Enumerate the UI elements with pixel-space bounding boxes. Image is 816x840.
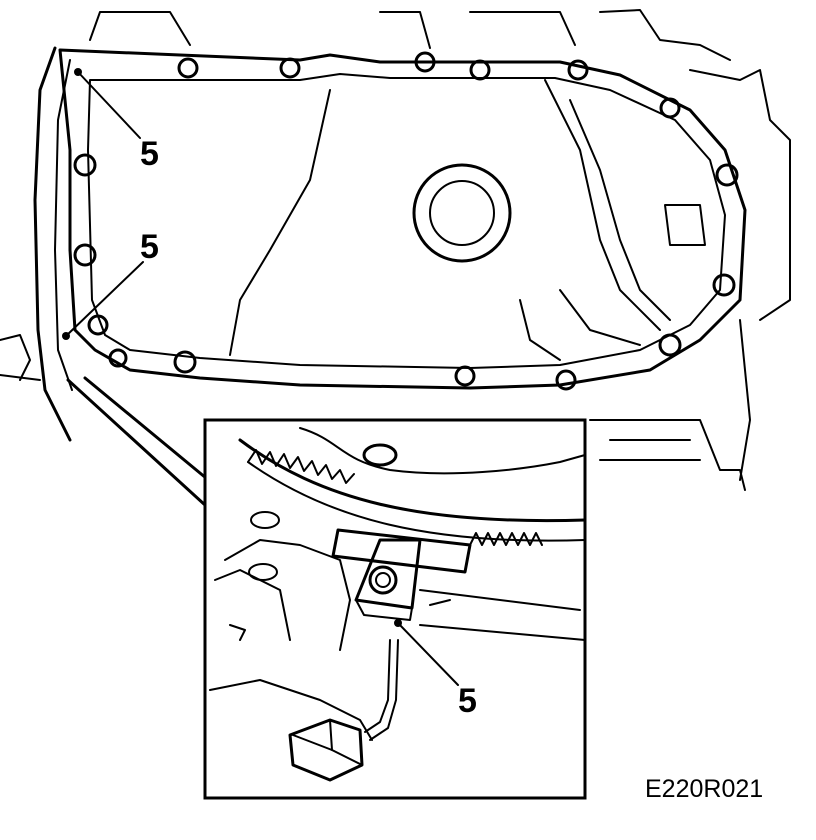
- side-flange: [33, 46, 73, 442]
- zoom-indicator-lines: [66, 376, 208, 507]
- locking-tool: [331, 528, 472, 621]
- ring-gear-teeth: [247, 449, 543, 546]
- leader-line-inset: [397, 622, 459, 686]
- callout-5-inset: 5: [458, 682, 477, 720]
- mounting-bolts: [73, 51, 739, 391]
- leader-line-upper: [74, 68, 141, 139]
- detail-inset: [203, 418, 587, 800]
- drain-boss: [412, 163, 512, 263]
- engine-background: [0, 9, 791, 491]
- callout-5-middle: 5: [140, 228, 159, 266]
- figure-code: E220R021: [645, 775, 763, 803]
- oil-pan-outline: [58, 48, 747, 390]
- callout-5-upper: 5: [140, 135, 159, 173]
- leader-line-middle: [62, 261, 144, 340]
